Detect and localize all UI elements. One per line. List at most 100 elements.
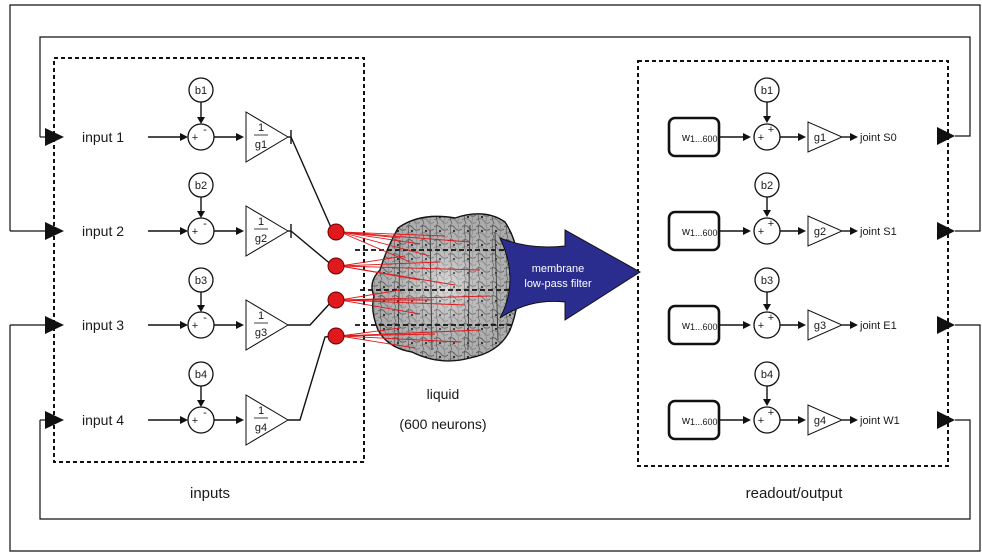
input-wiring bbox=[288, 136, 334, 421]
arrow-icon bbox=[850, 416, 858, 424]
bias-label: b1 bbox=[761, 85, 773, 97]
bias-label: b4 bbox=[195, 369, 207, 381]
arrowhead-icon bbox=[45, 128, 64, 146]
gain-label: g4 bbox=[255, 422, 267, 434]
readout-section-label: readout/output bbox=[746, 485, 844, 502]
wire bbox=[290, 230, 334, 267]
weight-label: w bbox=[681, 320, 690, 332]
gain-label: g2 bbox=[255, 233, 267, 245]
liquid-title: liquid bbox=[427, 386, 460, 402]
weight-subscript: 1...600 bbox=[690, 228, 718, 238]
gain-label: g2 bbox=[814, 226, 826, 238]
input-label: input 4 bbox=[82, 412, 124, 428]
feedback-loop-1 bbox=[39, 36, 971, 137]
arrow-icon bbox=[850, 321, 858, 329]
wire bbox=[290, 136, 334, 233]
gain-numerator: 1 bbox=[258, 405, 264, 417]
membrane-filter-arrow: membrane low-pass filter bbox=[498, 229, 641, 321]
output-arrowheads bbox=[937, 127, 955, 429]
feedback-loop-3 bbox=[9, 324, 981, 552]
minus-sign: - bbox=[203, 124, 207, 136]
weight-subscript: 1...600 bbox=[690, 322, 718, 332]
readout-row-1: w 1...600 b1 + + g1 joint S0 bbox=[667, 77, 897, 158]
input-row-2: input 2 b2 + - 1 g2 bbox=[82, 172, 292, 257]
inputs-section-label: inputs bbox=[190, 485, 230, 502]
arrow-icon bbox=[197, 400, 205, 407]
arrow-icon bbox=[798, 321, 806, 329]
joint-label: joint W1 bbox=[859, 415, 900, 427]
readout-row-2: w 1...600 b2 + + g2 joint S1 bbox=[667, 172, 897, 252]
input-neuron bbox=[327, 291, 345, 309]
bias-label: b3 bbox=[761, 275, 773, 287]
joint-label: joint E1 bbox=[859, 320, 897, 332]
plus-sign: + bbox=[192, 415, 198, 427]
joint-label: joint S0 bbox=[859, 132, 897, 144]
svg-text:+: + bbox=[758, 226, 764, 238]
wire bbox=[288, 335, 334, 421]
input-neuron bbox=[327, 257, 345, 275]
gain-label: g1 bbox=[814, 132, 826, 144]
arrow-icon bbox=[180, 227, 188, 235]
weight-subscript: 1...600 bbox=[690, 134, 718, 144]
feedback-loop-2 bbox=[9, 4, 981, 232]
gain-label: g1 bbox=[255, 139, 267, 151]
arrow-icon bbox=[798, 227, 806, 235]
arrow-icon bbox=[180, 133, 188, 141]
arrow-icon bbox=[180, 321, 188, 329]
wire bbox=[288, 299, 334, 326]
bias-label: b2 bbox=[761, 180, 773, 192]
gain-amplifier bbox=[245, 205, 289, 257]
arrow-icon bbox=[236, 133, 244, 141]
arrow-icon bbox=[763, 210, 771, 217]
gain-amplifier bbox=[807, 404, 844, 436]
bias-label: b2 bbox=[195, 180, 207, 192]
gain-numerator: 1 bbox=[258, 310, 264, 322]
input-row-3: input 3 b3 + - 1 g3 bbox=[82, 267, 289, 351]
arrow-icon bbox=[743, 133, 751, 141]
svg-text:+: + bbox=[758, 320, 764, 332]
svg-text:+: + bbox=[768, 124, 774, 136]
arrowhead-icon bbox=[45, 316, 64, 334]
arrowhead-icon bbox=[937, 222, 955, 240]
gain-numerator: 1 bbox=[258, 216, 264, 228]
arrow-icon bbox=[197, 211, 205, 218]
bias-label: b1 bbox=[195, 85, 207, 97]
feedback-loop-4 bbox=[39, 419, 971, 520]
arrow-icon bbox=[743, 227, 751, 235]
arrow-icon bbox=[763, 116, 771, 123]
filter-label-line1: membrane bbox=[532, 263, 585, 275]
svg-text:+: + bbox=[758, 415, 764, 427]
filter-label-line2: low-pass filter bbox=[524, 278, 592, 290]
bias-label: b3 bbox=[195, 275, 207, 287]
svg-text:+: + bbox=[768, 218, 774, 230]
svg-text:+: + bbox=[768, 407, 774, 419]
minus-sign: - bbox=[203, 407, 207, 419]
input-neuron bbox=[327, 223, 345, 241]
weight-subscript: 1...600 bbox=[690, 417, 718, 427]
arrow-icon bbox=[763, 304, 771, 311]
readout-box bbox=[637, 60, 949, 467]
inputs-box bbox=[53, 57, 365, 463]
gain-label: g4 bbox=[814, 415, 826, 427]
readout-row-4: w 1...600 b4 + + g4 joint W1 bbox=[667, 361, 900, 441]
plus-sign: + bbox=[192, 132, 198, 144]
weight-label: w bbox=[681, 415, 690, 427]
arrowhead-icon bbox=[937, 316, 955, 334]
gain-amplifier bbox=[245, 394, 289, 446]
gain-amplifier bbox=[807, 121, 844, 153]
gain-label: g3 bbox=[255, 327, 267, 339]
input-row-1: input 1 b1 + - 1 g1 bbox=[82, 77, 292, 163]
arrow-icon bbox=[236, 416, 244, 424]
gain-amplifier bbox=[807, 215, 844, 247]
gain-amplifier bbox=[245, 111, 289, 163]
arrow-icon bbox=[197, 305, 205, 312]
gain-amplifier bbox=[807, 309, 844, 341]
arrow-icon bbox=[743, 321, 751, 329]
arrow-icon bbox=[850, 227, 858, 235]
arrow-icon bbox=[798, 416, 806, 424]
liquid-subtitle: (600 neurons) bbox=[399, 416, 486, 432]
readout-row-3: w 1...600 b3 + + g3 joint E1 bbox=[667, 267, 897, 346]
arrow-icon bbox=[236, 227, 244, 235]
input-label: input 3 bbox=[82, 317, 124, 333]
